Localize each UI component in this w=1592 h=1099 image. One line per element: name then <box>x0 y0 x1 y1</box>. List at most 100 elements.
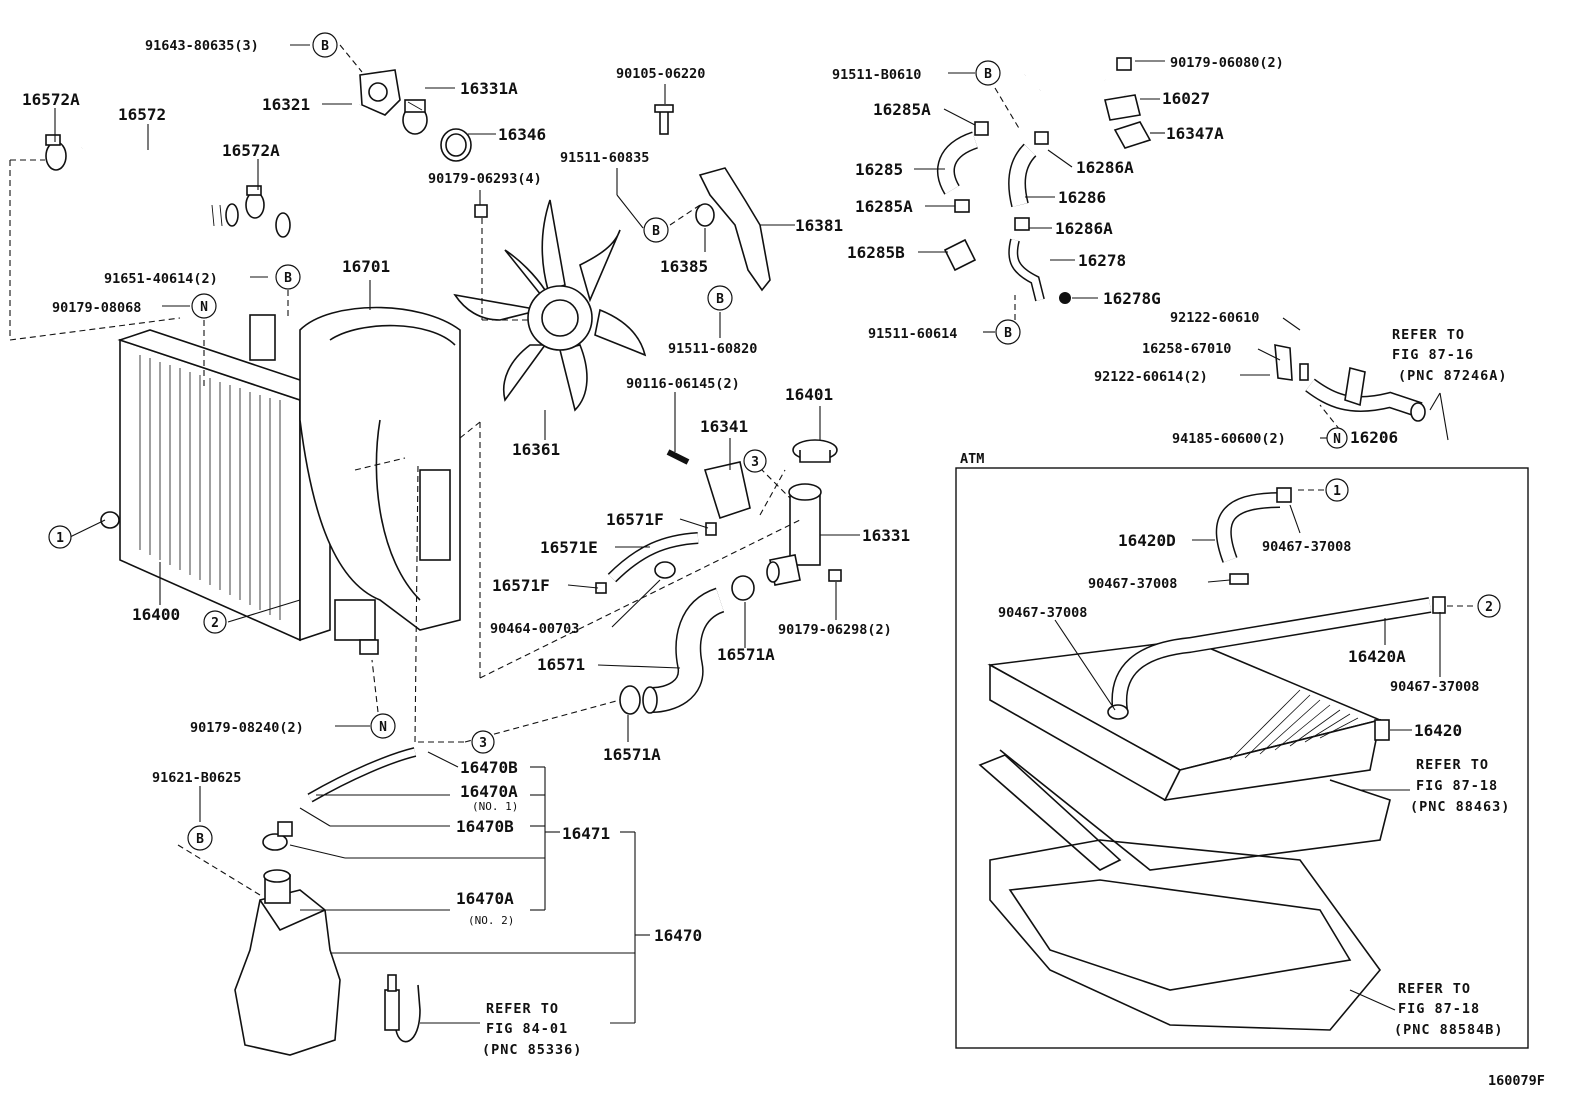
part-label: 91643-80635(3) <box>145 38 259 54</box>
svg-text:2: 2 <box>1485 600 1493 615</box>
bolt-icon <box>654 104 674 135</box>
part-label: 92122-60614(2) <box>1094 369 1208 385</box>
fan-pulley-icon <box>695 203 715 227</box>
part-label: 90467-37008 <box>1088 576 1177 592</box>
svg-text:1: 1 <box>56 531 64 546</box>
part-label: 16331A <box>460 79 518 98</box>
part-label: 16278 <box>1078 251 1126 270</box>
part-label: 16321 <box>262 95 310 114</box>
part-label: 16286 <box>1058 188 1106 207</box>
hose-clip-icon <box>1432 596 1446 614</box>
under-cover-inner-icon <box>1008 879 1352 991</box>
diagram-id: 160079F <box>1488 1073 1545 1089</box>
part-label: 16346 <box>498 125 546 144</box>
svg-text:FIG 87-18: FIG 87-18 <box>1398 1001 1480 1017</box>
part-labels: 91643-80635(3) 16572A 16572 16321 16331A… <box>22 38 1545 1089</box>
part-label: 16571 <box>537 655 585 674</box>
part-label: 16347A <box>1166 124 1224 143</box>
reference-note: REFER TO FIG 84-01 (PNC 85336) <box>482 1001 581 1058</box>
svg-text:B: B <box>1004 326 1012 341</box>
part-label: 16285A <box>873 100 931 119</box>
part-label: 16470 <box>654 926 702 945</box>
nut-icon <box>474 204 488 218</box>
reference-note: REFER TO FIG 87-18 (PNC 88463) <box>1410 757 1509 815</box>
atm-inset-frame <box>955 467 1529 1049</box>
part-label: 90179-06293(4) <box>428 171 542 187</box>
part-label-note: (NO. 1) <box>472 800 518 813</box>
plug-icon <box>1059 292 1071 304</box>
fan-bracket-icon <box>698 167 771 292</box>
part-label: 16206 <box>1350 428 1398 447</box>
svg-text:B: B <box>284 271 292 286</box>
part-label: 91511-60820 <box>668 341 757 357</box>
svg-text:B: B <box>652 224 660 239</box>
part-label: 16285B <box>847 243 905 262</box>
part-label: 16470B <box>456 817 514 836</box>
part-label: 16420 <box>1414 721 1462 740</box>
part-label: 16286A <box>1076 158 1134 177</box>
part-label: 16385 <box>660 257 708 276</box>
water-outlet-icon <box>766 483 822 586</box>
part-label: 16341 <box>700 417 748 436</box>
part-label: 94185-60600(2) <box>1172 431 1286 447</box>
svg-text:FIG 87-18: FIG 87-18 <box>1416 778 1498 794</box>
gasket-icon <box>440 128 472 162</box>
part-label: 16470A <box>456 889 514 908</box>
hose-clip-icon <box>974 121 989 136</box>
bracket-icon <box>999 749 1391 871</box>
circle-marker-n: N <box>191 293 217 319</box>
hose-clip-icon <box>1229 573 1249 585</box>
part-label: 16286A <box>1055 219 1113 238</box>
clip-icon <box>705 522 717 536</box>
part-label: 16381 <box>795 216 843 235</box>
svg-text:FIG 84-01: FIG 84-01 <box>486 1021 568 1037</box>
circle-marker-b: B <box>312 32 338 58</box>
circle-marker-b: B <box>975 60 1001 86</box>
part-label: 91511-60835 <box>560 150 649 166</box>
part-label: 16571E <box>540 538 598 557</box>
part-label: 90179-08068 <box>52 300 141 316</box>
part-label: 16572 <box>118 105 166 124</box>
bypass-pipe-icon <box>1021 54 1141 121</box>
oil-cooler-icon <box>987 639 1390 802</box>
pipe-gasket-icon <box>1113 121 1152 149</box>
svg-text:3: 3 <box>751 455 759 470</box>
part-label: 16420D <box>1118 531 1176 550</box>
hose-clip-icon <box>954 199 970 213</box>
thermostat-icon <box>402 99 428 135</box>
outlet-gasket-icon <box>703 461 751 520</box>
svg-text:REFER TO: REFER TO <box>1416 757 1489 773</box>
circle-marker-n: N <box>370 713 396 739</box>
part-label-note: (NO. 2) <box>468 914 514 927</box>
svg-text:3: 3 <box>479 736 487 751</box>
water-inlet-pipe-icon <box>275 69 401 238</box>
part-label: 16470B <box>460 758 518 777</box>
reservoir-tank-icon <box>234 869 341 1056</box>
hose-clip-icon <box>1107 704 1129 720</box>
lower-radiator-hose-icon <box>642 587 726 714</box>
hose-clamp-icon <box>45 134 265 219</box>
part-label: 16258-67010 <box>1142 341 1231 357</box>
upper-radiator-hose-icon <box>80 135 239 227</box>
reservoir-cap-icon <box>262 821 293 851</box>
part-label: 90179-08240(2) <box>190 720 304 736</box>
part-label: 16572A <box>222 141 280 160</box>
circle-marker-1: 1 <box>48 525 72 549</box>
svg-text:(PNC 88584B): (PNC 88584B) <box>1394 1022 1504 1038</box>
part-label: 16471 <box>562 824 610 843</box>
cooling-fan-icon <box>453 199 647 412</box>
circle-marker-b: B <box>707 285 733 311</box>
svg-text:N: N <box>379 720 387 735</box>
svg-text:REFER TO: REFER TO <box>1398 981 1471 997</box>
svg-text:B: B <box>321 39 329 54</box>
nut-icon <box>828 569 842 582</box>
circle-marker-3: 3 <box>743 449 767 473</box>
part-label: 90467-37008 <box>1262 539 1351 555</box>
part-label: 90467-37008 <box>1390 679 1479 695</box>
part-label: 16571F <box>606 510 664 529</box>
part-label: 16571A <box>603 745 661 764</box>
svg-text:N: N <box>200 300 208 315</box>
part-label: 16331 <box>862 526 910 545</box>
part-label: 16027 <box>1162 89 1210 108</box>
fan-shroud-icon <box>249 306 461 631</box>
